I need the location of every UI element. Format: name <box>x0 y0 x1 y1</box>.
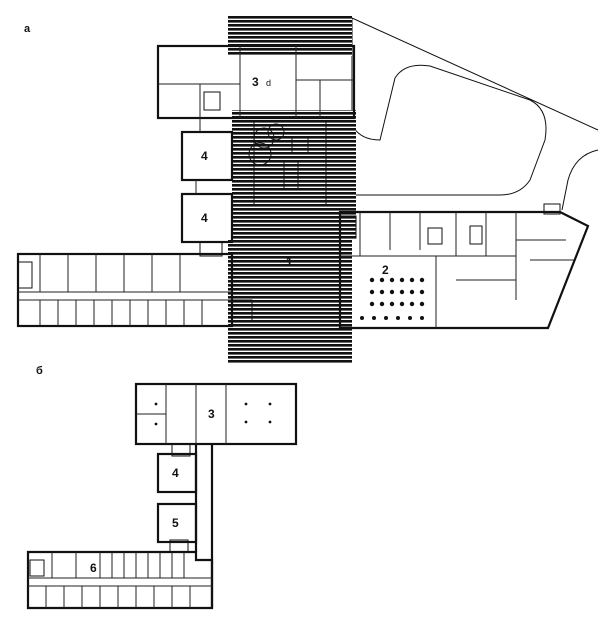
atrium-circle-2 <box>267 123 285 141</box>
paved-strip-top <box>228 16 352 56</box>
site-road-outline <box>351 17 599 196</box>
dining-tables <box>360 277 425 320</box>
section-b-label: б <box>36 365 43 377</box>
plan-b-label-hall-2: 5 <box>172 516 179 530</box>
hall-a-1 <box>180 130 234 182</box>
plan-b-label-upper-block: 3 <box>208 407 215 421</box>
plan-a-label-dining: 2 <box>382 263 389 277</box>
atrium-circle-1 <box>253 127 275 149</box>
plan-a: а 3 d 4 4 1 2 <box>16 16 599 364</box>
atrium-circle-3 <box>248 142 272 166</box>
atrium-court <box>253 121 327 207</box>
plan-b: б 3 4 5 6 <box>26 365 298 610</box>
atrium-stair <box>283 161 299 191</box>
site-road-inner <box>561 149 599 211</box>
hall-b-2 <box>156 502 198 544</box>
hall-b-1 <box>156 452 198 494</box>
right-wing-a <box>338 210 590 330</box>
atrium-kiosk <box>291 137 309 155</box>
plan-a-label-hall-1: 4 <box>201 149 208 163</box>
plan-a-label-upper-block-small: d <box>266 78 271 88</box>
plan-a-label-upper-block: 3 <box>252 75 259 89</box>
left-wing-a <box>16 252 234 328</box>
plan-b-label-corridor-wing: 6 <box>90 561 97 575</box>
section-a-label: а <box>24 23 31 35</box>
corridor-wing-b <box>26 550 214 610</box>
plan-a-label-hall-2: 4 <box>201 211 208 225</box>
plan-a-label-atrium: 1 <box>286 255 293 269</box>
paved-strip-mid <box>232 110 356 240</box>
upper-block-a <box>156 44 356 120</box>
paved-strip-bottom <box>228 240 352 364</box>
plan-b-label-hall-1: 4 <box>172 466 179 480</box>
